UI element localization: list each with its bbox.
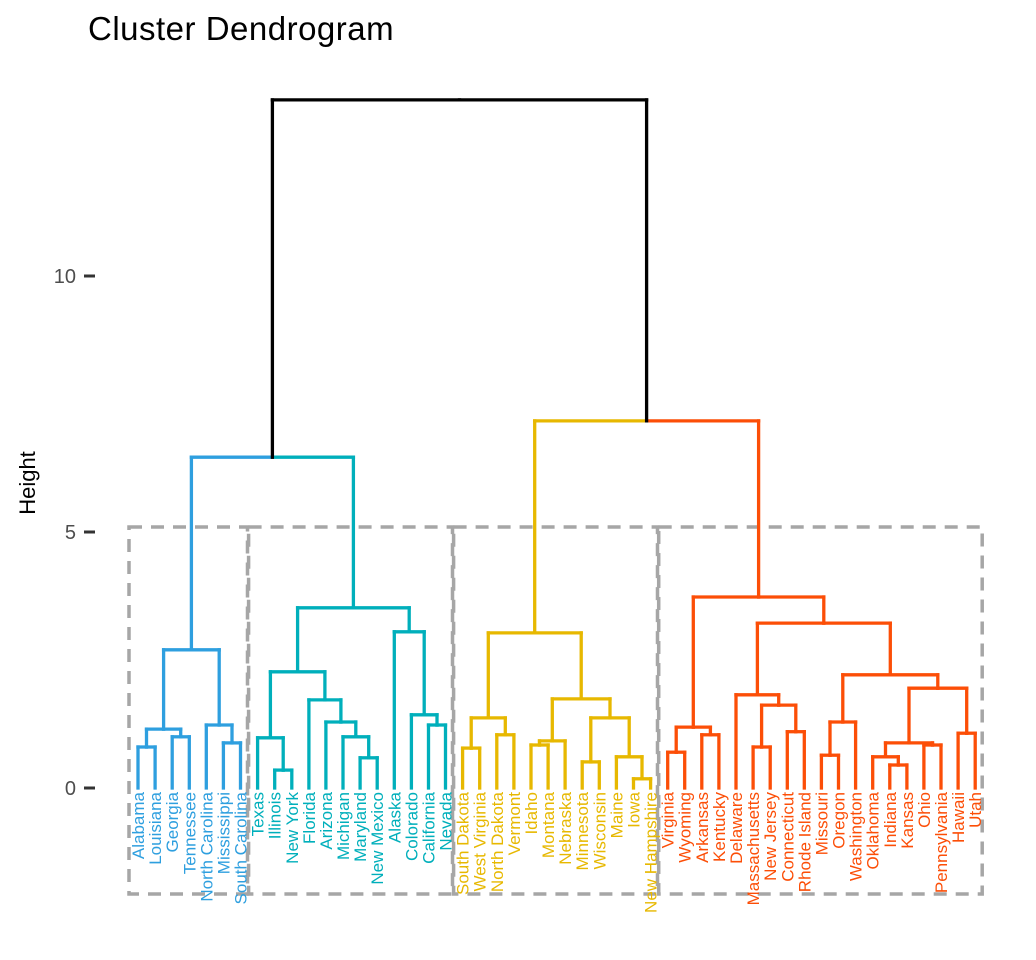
leaf-label: Minnesota bbox=[573, 791, 592, 870]
leaf-label: Utah bbox=[966, 792, 985, 828]
leaf-label: Montana bbox=[539, 791, 558, 858]
cluster-rect bbox=[451, 525, 660, 896]
leaf-label: Idaho bbox=[522, 792, 541, 835]
leaf-label: New York bbox=[283, 792, 302, 864]
leaf-label: Michigan bbox=[334, 792, 353, 860]
leaf-label: Alaska bbox=[385, 791, 404, 843]
leaf-label: Arkansas bbox=[693, 792, 712, 863]
leaf-label: West Virginia bbox=[471, 791, 490, 891]
leaf-label: Massachusetts bbox=[744, 792, 763, 905]
leaf-label: Ohio bbox=[915, 792, 934, 828]
leaf-label: New Hampshire bbox=[642, 792, 661, 913]
leaf-label: Kentucky bbox=[710, 792, 729, 862]
y-tick-label: 10 bbox=[54, 266, 76, 288]
leaf-label: Nebraska bbox=[556, 791, 575, 864]
leaf-label: South Carolina bbox=[231, 791, 250, 904]
leaf-label: South Dakota bbox=[454, 791, 473, 895]
leaf-label: Louisiana bbox=[146, 791, 165, 864]
leaf-label: Georgia bbox=[163, 791, 182, 852]
leaf-label: Colorado bbox=[402, 792, 421, 861]
leaf-label: Virginia bbox=[659, 791, 678, 848]
leaf-label: Connecticut bbox=[778, 792, 797, 882]
leaf-label: New Mexico bbox=[368, 792, 387, 885]
chart-title: Cluster Dendrogram bbox=[88, 10, 395, 47]
leaf-label: Iowa bbox=[624, 791, 643, 827]
y-tick-label: 5 bbox=[65, 522, 76, 544]
leaf-label: Wyoming bbox=[676, 792, 695, 863]
cluster-rect bbox=[246, 525, 455, 896]
leaf-label: Arizona bbox=[317, 791, 336, 849]
leaf-label: North Dakota bbox=[488, 791, 507, 892]
cluster-rect bbox=[656, 525, 984, 896]
leaf-label: Tennessee bbox=[180, 792, 199, 874]
leaf-label: Mississippi bbox=[214, 792, 233, 874]
leaf-label: Oregon bbox=[829, 792, 848, 849]
leaf-label: Maryland bbox=[351, 792, 370, 862]
leaf-label: Hawaii bbox=[949, 792, 968, 843]
leaf-label: Pennsylvania bbox=[932, 791, 951, 893]
leaf-label: California bbox=[419, 791, 438, 863]
leaf-label: Washington bbox=[847, 792, 866, 881]
y-tick-label: 0 bbox=[65, 778, 76, 800]
leaf-label: Texas bbox=[249, 792, 268, 836]
leaf-label: Oklahoma bbox=[864, 791, 883, 869]
leaf-label: Nevada bbox=[436, 791, 455, 850]
leaf-label: Maine bbox=[607, 792, 626, 838]
leaf-label: Wisconsin bbox=[590, 792, 609, 869]
leaf-label: Florida bbox=[300, 791, 319, 844]
leaf-label: Kansas bbox=[898, 792, 917, 849]
leaf-label: New Jersey bbox=[761, 792, 780, 881]
leaf-label: Vermont bbox=[505, 792, 524, 856]
leaf-label: Delaware bbox=[727, 792, 746, 864]
leaf-label: North Carolina bbox=[197, 791, 216, 901]
leaf-label: Missouri bbox=[812, 792, 831, 855]
leaf-label: Alabama bbox=[129, 791, 148, 859]
leaf-label: Rhode Island bbox=[795, 792, 814, 892]
leaf-label: Illinois bbox=[266, 792, 285, 839]
leaf-label: Indiana bbox=[881, 791, 900, 847]
